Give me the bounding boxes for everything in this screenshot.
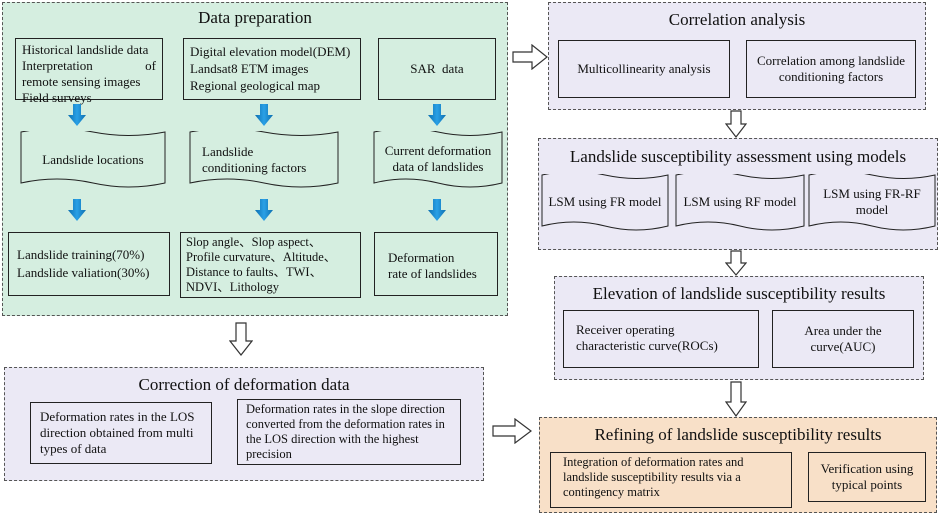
current-deformation-label: Current deformation data of landslides: [373, 143, 503, 175]
slope-deformation-box: Deformation rates in the slope direction…: [237, 399, 461, 465]
flow-arrow-down-icon: [229, 322, 253, 356]
roc-box: Receiver operating characteristic curve(…: [563, 310, 759, 368]
factor-line: Slop angle、Slop aspect、: [186, 235, 322, 249]
wave-line: conditioning factors: [202, 160, 307, 175]
conditioning-factor-list-box: Slop angle、Slop aspect、 Profile curvatur…: [180, 232, 361, 298]
wave-line: Landslide: [202, 144, 254, 159]
current-deformation-node: Current deformation data of landslides: [373, 131, 503, 189]
flow-arrow-right-icon: [492, 418, 532, 444]
output-line: Deformation: [388, 250, 455, 265]
lsm-fr-label: LSM using FR model: [548, 194, 662, 209]
box-line: conditioning factors: [778, 69, 884, 84]
multicollinearity-box: Multicollinearity analysis: [558, 40, 730, 98]
blue-down-arrow-icon: [428, 104, 446, 126]
blue-down-arrow-icon: [68, 104, 86, 126]
source-line: Historical landslide data: [22, 42, 149, 57]
multicollinearity-label: Multicollinearity analysis: [577, 61, 711, 76]
wave-line: model: [855, 202, 889, 217]
source-line: Field surveys: [22, 90, 92, 105]
box-line: precision: [246, 447, 292, 461]
correlation-analysis-title: Correlation analysis: [668, 10, 806, 29]
factor-line: Distance to faults、TWI、: [186, 265, 323, 279]
sar-label: SAR data: [410, 61, 464, 76]
source-box-dem: Digital elevation model(DEM) Landsat8 ET…: [183, 38, 361, 100]
source-box-sar: SAR data: [378, 38, 496, 100]
box-line: Area under the: [804, 323, 882, 338]
box-line: converted from the deformation rates in: [246, 417, 445, 431]
lsm-assessment-title: Landslide susceptibility assessment usin…: [569, 147, 907, 166]
refining-results-title: Refining of landslide susceptibility res…: [594, 425, 882, 444]
flow-arrow-right-icon: [512, 44, 548, 70]
blue-down-arrow-icon: [428, 199, 446, 221]
lsm-fr-model-node: LSM using FR model: [541, 174, 669, 232]
elevation-results-title: Elevation of landslide susceptibility re…: [592, 284, 886, 303]
lsm-fr-rf-model-node: LSM using FR-RF model: [808, 174, 936, 232]
factor-correlation-box: Correlation among landslide conditioning…: [746, 40, 916, 98]
source-line: Digital elevation model(DEM): [190, 44, 351, 59]
flow-arrow-down-icon: [725, 381, 747, 417]
blue-down-arrow-icon: [68, 199, 86, 221]
source-box-landslide-data: Historical landslide data Interpretation…: [15, 38, 163, 105]
source-line: Regional geological map: [190, 78, 320, 93]
box-line: the LOS direction with the highest: [246, 432, 419, 446]
lsm-rf-label: LSM using RF model: [683, 194, 797, 209]
conditioning-factors-node: Landslide conditioning factors: [189, 131, 339, 189]
wave-line: data of landslides: [392, 159, 484, 174]
box-line: contingency matrix: [563, 485, 660, 499]
factor-line: NDVI、Lithology: [186, 280, 280, 294]
box-line: Integration of deformation rates and: [563, 455, 744, 469]
los-deformation-box: Deformation rates in the LOS direction o…: [30, 402, 212, 464]
source-line: Interpretation of: [22, 58, 156, 73]
box-line: curve(AUC): [810, 339, 876, 354]
wave-line: LSM using FR-RF: [823, 186, 921, 201]
data-preparation-title: Data preparation: [198, 8, 312, 27]
wave-line: Current deformation: [384, 143, 492, 158]
landslide-locations-label: Landslide locations: [42, 152, 144, 167]
box-line: Receiver operating: [576, 322, 675, 337]
lsm-rf-model-node: LSM using RF model: [675, 174, 805, 232]
output-line: Landslide training(70%): [17, 247, 145, 262]
box-line: Deformation rates in the slope direction: [246, 402, 445, 416]
flow-arrow-down-icon: [725, 250, 747, 276]
box-line: landslide susceptibility results via a: [563, 470, 741, 484]
output-line: Landslide valiation(30%): [17, 265, 150, 280]
blue-down-arrow-icon: [255, 199, 273, 221]
conditioning-factors-label: Landslide conditioning factors: [189, 144, 339, 176]
box-line: Deformation rates in the LOS: [40, 409, 195, 424]
box-line: typical points: [831, 477, 903, 492]
box-line: Correlation among landslide: [756, 53, 906, 68]
box-line: characteristic curve(ROCs): [576, 338, 718, 353]
flow-arrow-down-icon: [725, 110, 747, 138]
contingency-matrix-box: Integration of deformation rates and lan…: [550, 452, 792, 508]
training-validation-box: Landslide training(70%) Landslide valiat…: [8, 232, 170, 296]
factor-line: Profile curvature、Altitude、: [186, 250, 337, 264]
blue-down-arrow-icon: [255, 104, 273, 126]
box-line: direction obtained from multi: [40, 425, 194, 440]
source-line: remote sensing images: [22, 74, 141, 89]
lsm-fr-rf-label: LSM using FR-RF model: [808, 186, 936, 218]
source-line: Landsat8 ETM images: [190, 61, 309, 76]
box-line: Verification using: [820, 461, 914, 476]
landslide-locations-node: Landslide locations: [20, 131, 166, 189]
typical-points-box: Verification using typical points: [808, 452, 926, 502]
deformation-rate-box: Deformation rate of landslides: [374, 232, 498, 296]
output-line: rate of landslides: [388, 266, 477, 281]
box-line: types of data: [40, 441, 107, 456]
correction-deformation-title: Correction of deformation data: [138, 375, 350, 394]
auc-box: Area under the curve(AUC): [772, 310, 914, 368]
